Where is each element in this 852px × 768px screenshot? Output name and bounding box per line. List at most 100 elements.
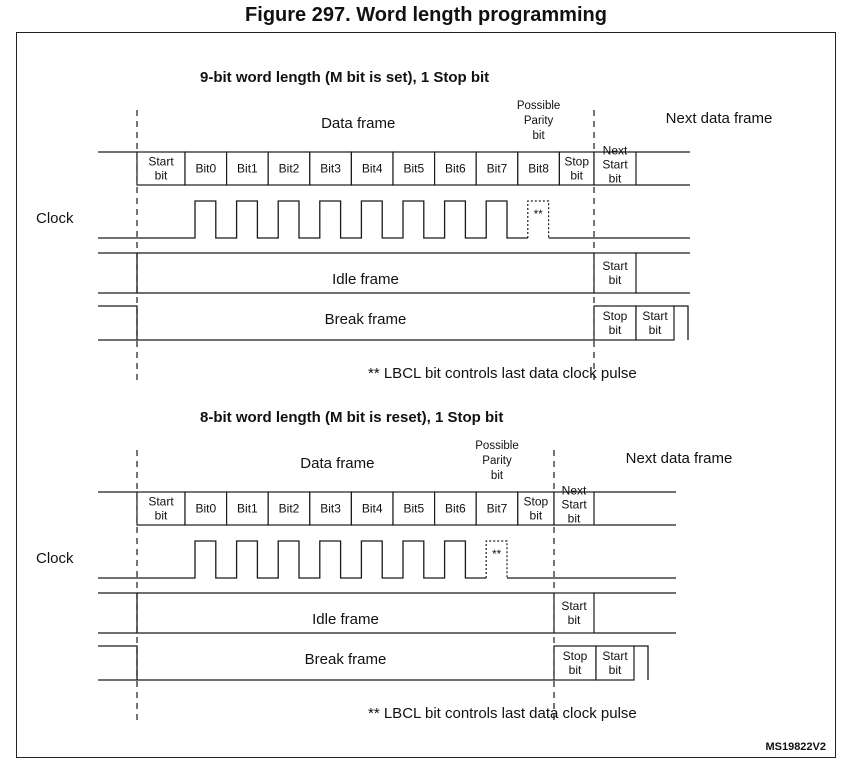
start-bit-label-line: Start — [148, 495, 174, 509]
data-bit-cell — [392, 151, 436, 186]
data-bit-cell — [267, 151, 311, 186]
break-start-bit-label-line: bit — [609, 663, 622, 677]
stop-bit-label-line: Stop — [564, 155, 589, 169]
break-frame-label: Break frame — [325, 311, 407, 328]
break-frame-fall — [98, 645, 138, 680]
next-start-bit-label-line: Start — [561, 498, 587, 512]
start-bit-label-line: bit — [155, 169, 168, 183]
stop-bit-cell — [517, 491, 555, 526]
break-next-line — [674, 305, 689, 340]
data-bit-cell — [184, 491, 228, 526]
idle-frame-label: Idle frame — [332, 271, 399, 288]
parity-label-line: Parity — [524, 115, 554, 127]
parity-label-line: Possible — [517, 100, 560, 112]
next-data-frame-label: Next data frame — [626, 450, 733, 467]
clock-waveform — [98, 200, 528, 239]
clock-waveform — [98, 540, 487, 579]
last-clock-pulse-dotted — [485, 540, 508, 578]
idle-start-bit-label-line: Start — [561, 599, 587, 613]
figure-id: MS19822V2 — [765, 741, 826, 753]
next-start-bit-label-line: Start — [602, 158, 628, 172]
break-stop-bit-cell — [593, 305, 637, 341]
data-frame-label: Data frame — [321, 115, 395, 132]
data-frame-label: Data frame — [300, 455, 374, 472]
parity-label-line: bit — [533, 130, 546, 142]
break-stop-bit-cell — [553, 645, 597, 681]
data-bit-label: Bit2 — [279, 162, 300, 176]
break-stop-bit-label-line: bit — [569, 663, 582, 677]
data-bit-cell — [434, 491, 477, 526]
next-start-bit-cell — [553, 491, 595, 526]
data-bit-cell — [434, 151, 477, 186]
idle-frame-outline — [98, 592, 554, 634]
data-bit-label: Bit7 — [487, 502, 508, 516]
last-pulse-mark: ** — [492, 549, 501, 561]
break-frame-label: Break frame — [305, 651, 387, 668]
clock-label: Clock — [36, 550, 74, 567]
idle-start-bit-label-line: bit — [568, 613, 581, 627]
data-bit-label: Bit1 — [237, 502, 258, 516]
idle-start-bit-cell — [553, 592, 595, 634]
break-next-line — [634, 645, 649, 680]
data-bit-cell — [475, 491, 519, 526]
last-clock-pulse-dotted — [527, 200, 550, 238]
next-start-bit-label-line: Next — [603, 144, 628, 158]
figure-title: Figure 297. Word length programming — [245, 4, 607, 26]
panel-subtitle: 9-bit word length (M bit is set), 1 Stop… — [200, 69, 489, 86]
stop-bit-cell — [558, 151, 595, 186]
stop-bit-label-line: Stop — [524, 495, 549, 509]
clock-label: Clock — [36, 210, 74, 227]
data-bit-label: Bit0 — [195, 502, 216, 516]
last-pulse-mark: ** — [534, 209, 543, 221]
break-stop-bit-label-line: Stop — [563, 649, 588, 663]
data-bit-label: Bit7 — [487, 162, 508, 176]
next-start-bit-label-line: bit — [609, 172, 622, 186]
stop-bit-label-line: bit — [530, 509, 543, 523]
break-start-bit-label-line: Start — [642, 309, 668, 323]
data-bit-label: Bit8 — [528, 162, 549, 176]
break-start-bit-cell — [635, 305, 675, 341]
data-bit-label: Bit4 — [362, 502, 383, 516]
stop-bit-label-line: bit — [570, 169, 583, 183]
data-bit-label: Bit2 — [279, 502, 300, 516]
idle-start-bit-cell — [593, 252, 637, 294]
lbcl-note: ** LBCL bit controls last data clock pul… — [368, 705, 637, 722]
parity-label-line: Parity — [482, 455, 512, 467]
break-start-bit-cell — [595, 645, 635, 681]
data-bit-label: Bit6 — [445, 502, 466, 516]
data-bit-cell — [309, 491, 352, 526]
data-bit-label: Bit0 — [195, 162, 216, 176]
start-bit-cell — [136, 151, 186, 186]
break-stop-bit-label-line: Stop — [603, 309, 628, 323]
break-stop-bit-label-line: bit — [609, 323, 622, 337]
break-start-bit-label-line: Start — [602, 649, 628, 663]
lbcl-note: ** LBCL bit controls last data clock pul… — [368, 365, 637, 382]
next-start-bit-label-line: Next — [562, 484, 587, 498]
figure-frame — [16, 32, 836, 758]
next-data-frame-label: Next data frame — [666, 110, 773, 127]
data-bit-cell — [309, 151, 352, 186]
idle-start-bit-label-line: Start — [602, 259, 628, 273]
idle-frame-label: Idle frame — [312, 611, 379, 628]
data-bit-cell — [475, 151, 519, 186]
data-bit-cell — [350, 151, 394, 186]
panel-subtitle: 8-bit word length (M bit is reset), 1 St… — [200, 409, 503, 426]
data-bit-label: Bit5 — [403, 502, 424, 516]
next-start-bit-label-line: bit — [568, 512, 581, 526]
data-bit-cell — [517, 151, 560, 186]
break-start-bit-label-line: bit — [649, 323, 662, 337]
data-bit-label: Bit5 — [403, 162, 424, 176]
parity-label-line: bit — [491, 470, 504, 482]
start-bit-label-line: Start — [148, 155, 174, 169]
data-bit-label: Bit3 — [320, 502, 341, 516]
data-bit-label: Bit3 — [320, 162, 341, 176]
data-bit-label: Bit1 — [237, 162, 258, 176]
data-bit-label: Bit4 — [362, 162, 383, 176]
break-frame-fall — [98, 305, 138, 340]
idle-start-bit-label-line: bit — [609, 273, 622, 287]
parity-label-line: Possible — [475, 440, 518, 452]
start-bit-label-line: bit — [155, 509, 168, 523]
idle-frame-outline — [98, 252, 594, 294]
next-start-bit-cell — [593, 151, 637, 186]
